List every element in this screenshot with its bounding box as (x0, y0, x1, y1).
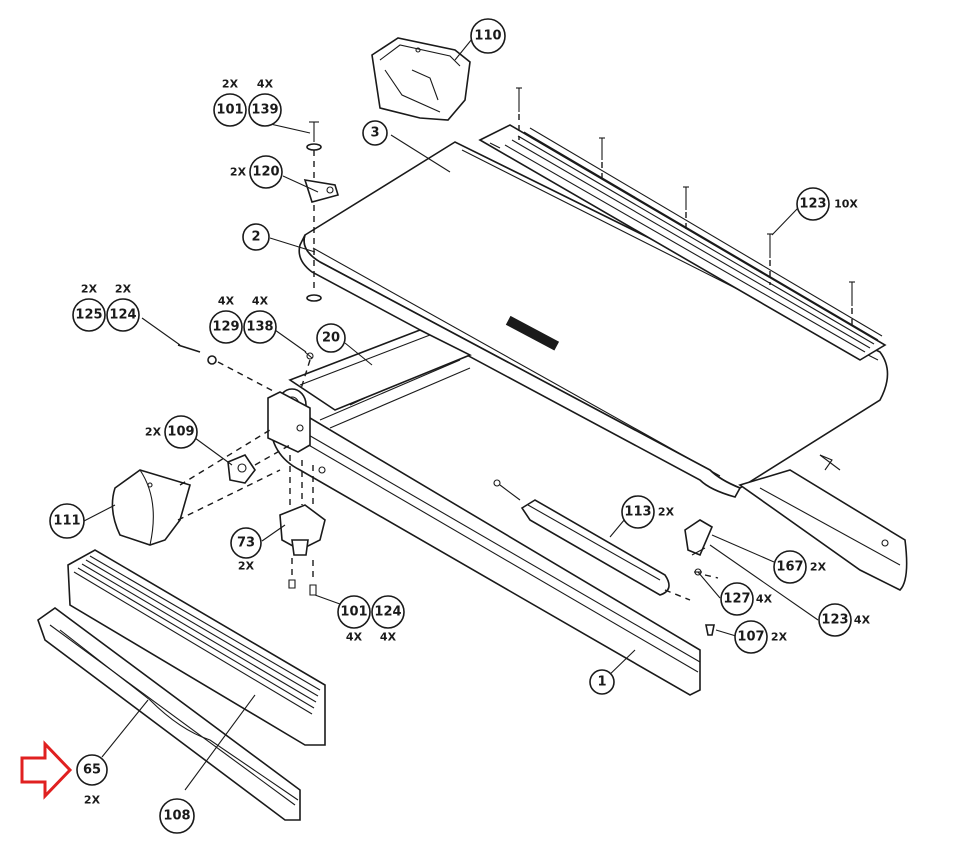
callout-167: 167 2X (773, 550, 827, 584)
svg-text:4X: 4X (346, 631, 363, 644)
leader-lines (83, 38, 819, 791)
svg-text:123: 123 (821, 613, 848, 628)
rear-bracket-parts (684, 454, 833, 636)
svg-text:101: 101 (340, 605, 367, 620)
rear-grip-rail-part (478, 124, 887, 361)
callout-113: 113 2X (621, 495, 675, 529)
callout-139: 139 4X (248, 78, 282, 127)
side-frame-rail-part (269, 411, 701, 696)
svg-text:2X: 2X (771, 631, 788, 644)
callout-123-top: 123 10X (796, 187, 858, 221)
svg-text:2X: 2X (238, 560, 255, 573)
roller-screw (299, 351, 314, 393)
svg-text:2X: 2X (115, 283, 132, 296)
callout-20: 20 (316, 323, 346, 353)
svg-text:73: 73 (237, 536, 255, 551)
callout-120: 120 2X (230, 155, 283, 189)
svg-text:110: 110 (474, 29, 501, 44)
roller-bracket-part (227, 444, 291, 484)
callout-110: 110 (470, 18, 506, 54)
tension-bolt (177, 344, 276, 393)
leveler-foot-part (279, 455, 326, 596)
svg-text:20: 20 (322, 331, 340, 346)
brand-logo-plate (505, 315, 560, 351)
svg-text:108: 108 (163, 809, 190, 824)
svg-text:167: 167 (776, 560, 803, 575)
callout-108: 108 (159, 798, 195, 834)
svg-text:125: 125 (75, 308, 102, 323)
svg-text:2X: 2X (84, 794, 101, 807)
svg-text:2X: 2X (658, 506, 675, 519)
callout-109: 109 2X (145, 415, 198, 449)
svg-text:2X: 2X (222, 78, 239, 91)
svg-text:2X: 2X (230, 166, 247, 179)
step-grip-strip-part (67, 549, 326, 746)
svg-text:101: 101 (216, 103, 243, 118)
svg-text:2: 2 (251, 230, 260, 245)
callout-73: 73 2X (230, 527, 262, 573)
callout-2: 2 (242, 223, 270, 251)
callout-129: 129 4X (209, 295, 243, 344)
svg-text:4X: 4X (257, 78, 274, 91)
callout-65: 65 2X (76, 754, 108, 807)
svg-text:109: 109 (167, 425, 194, 440)
svg-text:4X: 4X (252, 295, 269, 308)
callout-101-top: 101 2X (213, 78, 247, 127)
callout-125: 125 2X (72, 283, 106, 332)
callout-101-bottom: 101 4X (337, 595, 371, 644)
svg-text:65: 65 (83, 763, 101, 778)
svg-text:127: 127 (723, 592, 750, 607)
svg-text:120: 120 (252, 165, 279, 180)
callout-127: 127 4X (720, 582, 773, 616)
side-step-rail-part (37, 607, 301, 821)
svg-text:1: 1 (597, 675, 606, 690)
rail-screws (516, 87, 855, 330)
highlight-arrow-icon (20, 740, 73, 800)
svg-text:123: 123 (799, 197, 826, 212)
svg-text:3: 3 (370, 126, 379, 141)
svg-text:107: 107 (737, 630, 764, 645)
svg-text:4X: 4X (756, 593, 773, 606)
callout-124-top: 124 2X (106, 283, 140, 332)
running-belt-part (298, 234, 742, 498)
front-frame-end-part (267, 391, 326, 474)
bolt-washer-stack (303, 121, 340, 302)
front-end-cover-part (111, 429, 281, 546)
svg-text:2X: 2X (810, 561, 827, 574)
svg-text:124: 124 (109, 308, 136, 323)
svg-text:2X: 2X (145, 426, 162, 439)
svg-text:138: 138 (246, 320, 273, 335)
motor-hood-part (371, 37, 471, 121)
svg-text:139: 139 (251, 103, 278, 118)
callout-124-bottom: 124 4X (371, 595, 405, 644)
svg-text:4X: 4X (380, 631, 397, 644)
cylinder-tube-part (493, 479, 691, 601)
svg-text:129: 129 (212, 320, 239, 335)
callout-111: 111 (49, 503, 85, 539)
svg-text:111: 111 (53, 514, 80, 529)
svg-text:124: 124 (374, 605, 401, 620)
svg-text:4X: 4X (854, 614, 871, 627)
callout-1: 1 (589, 669, 615, 695)
callout-3: 3 (362, 120, 388, 146)
svg-text:2X: 2X (81, 283, 98, 296)
svg-text:10X: 10X (834, 198, 858, 211)
callout-138: 138 4X (243, 295, 277, 344)
svg-text:4X: 4X (218, 295, 235, 308)
svg-text:113: 113 (624, 505, 651, 520)
callout-107: 107 2X (734, 620, 788, 654)
callout-123-bottom: 123 4X (818, 603, 871, 637)
